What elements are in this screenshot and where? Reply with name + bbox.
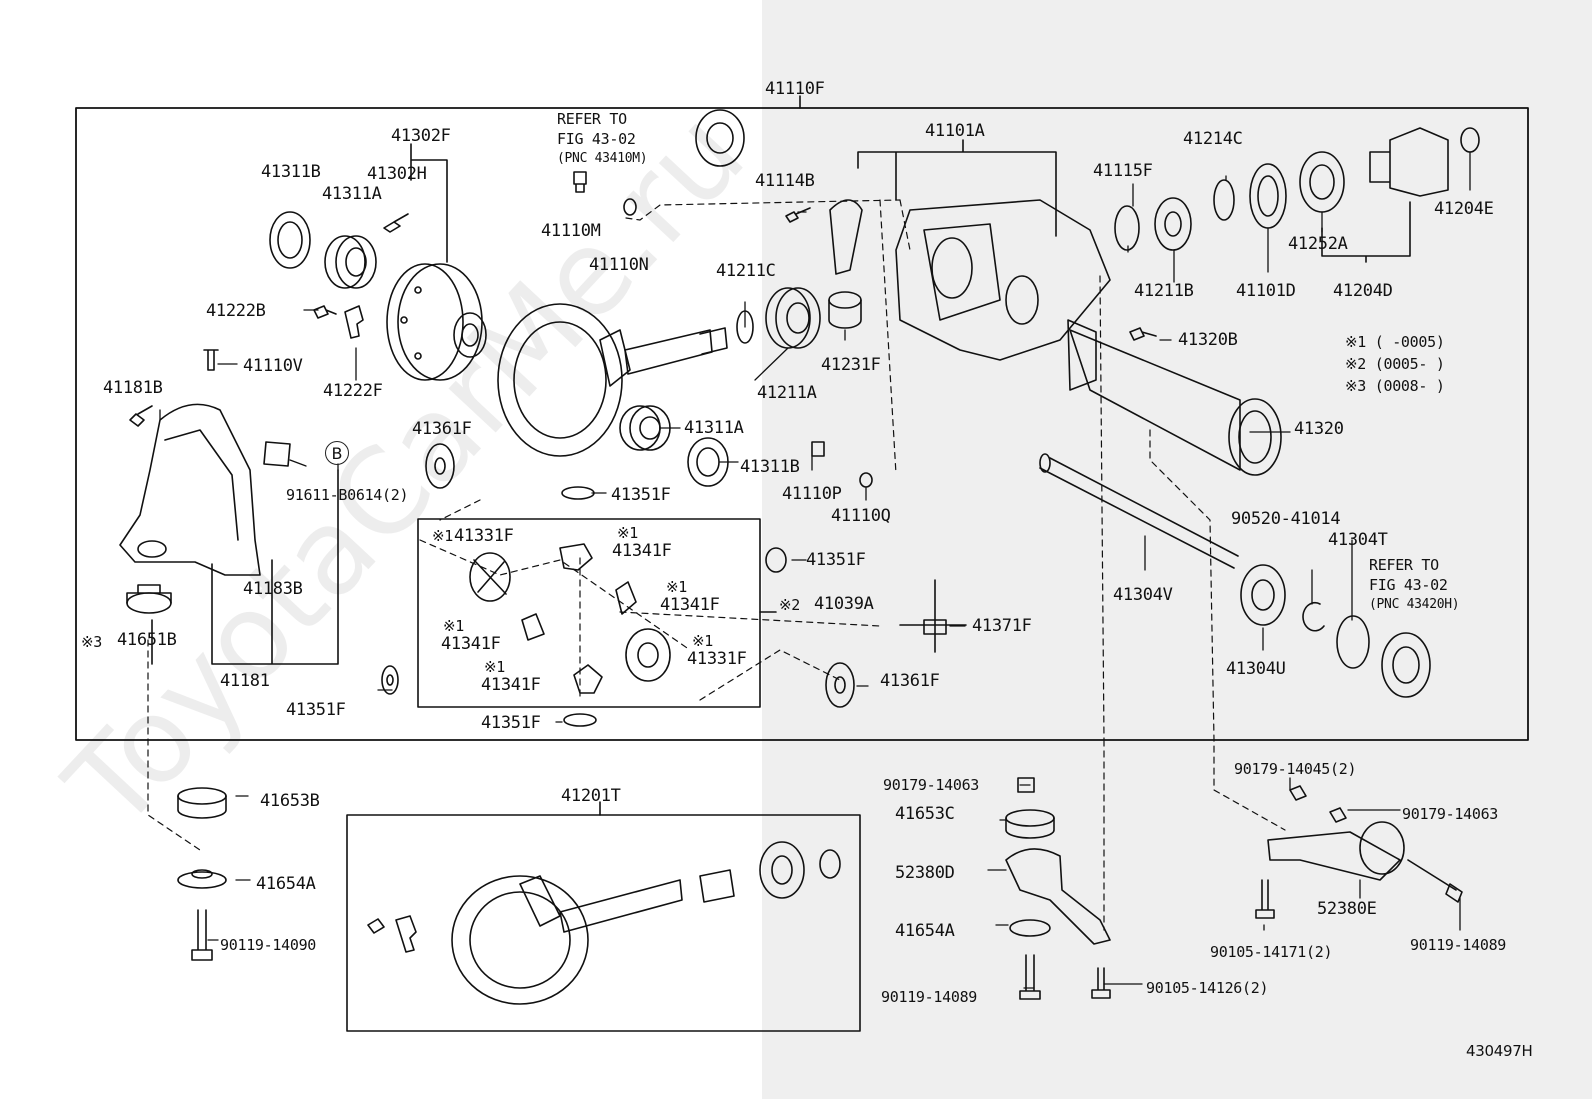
part-41222F[interactable]: 41222F (323, 381, 383, 401)
part-41115F[interactable]: 41115F (1093, 161, 1153, 181)
refer-note-1-line1: REFER TO (557, 110, 627, 128)
mark-note-3: ※3 (81, 633, 102, 651)
part-41371F[interactable]: 41371F (972, 616, 1032, 636)
note-period-2: ※2 (0005- ) (1345, 355, 1445, 373)
carrier-assembly-frame (75, 107, 1529, 741)
part-91611-B0614[interactable]: 91611-B0614(2) (286, 486, 409, 504)
part-41341F-a[interactable]: 41341F (612, 541, 672, 561)
figure-code: 430497H (1466, 1042, 1533, 1060)
part-41211B[interactable]: 41211B (1134, 281, 1194, 301)
part-41320[interactable]: 41320 (1294, 419, 1344, 439)
callout-b: B (325, 441, 349, 465)
part-52380E[interactable]: 52380E (1317, 899, 1377, 919)
mark-note-1-b: ※1 (617, 524, 638, 542)
part-52380D[interactable]: 52380D (895, 863, 955, 883)
part-41351F-bottom-left[interactable]: 41351F (286, 700, 346, 720)
part-41304T[interactable]: 41304T (1328, 530, 1388, 550)
refer-note-2-line3[interactable]: (PNC 43420H) (1369, 597, 1460, 612)
part-90105-14126[interactable]: 90105-14126(2) (1146, 979, 1269, 997)
refer-note-1-line3[interactable]: (PNC 43410M) (557, 151, 648, 166)
part-41654A-right[interactable]: 41654A (895, 921, 955, 941)
part-41110V[interactable]: 41110V (243, 356, 303, 376)
shaded-panel (762, 0, 1592, 1099)
part-41110P[interactable]: 41110P (782, 484, 842, 504)
part-41351F-bottom[interactable]: 41351F (481, 713, 541, 733)
mark-note-2: ※2 (779, 596, 800, 614)
part-41351F-upper[interactable]: 41351F (611, 485, 671, 505)
part-41311A-centre[interactable]: 41311A (684, 418, 744, 438)
part-41341F-c[interactable]: 41341F (441, 634, 501, 654)
part-41651B[interactable]: 41651B (117, 630, 177, 650)
label-41201T[interactable]: 41201T (561, 786, 621, 806)
mark-note-1-c: ※1 (666, 578, 687, 596)
part-41331F-lower[interactable]: 41331F (687, 649, 747, 669)
part-41110N[interactable]: 41110N (589, 255, 649, 275)
part-90119-14090[interactable]: 90119-14090 (220, 936, 317, 954)
part-41653C[interactable]: 41653C (895, 804, 955, 824)
part-90119-14089-right[interactable]: 90119-14089 (1410, 936, 1507, 954)
part-41341F-d[interactable]: 41341F (481, 675, 541, 695)
part-41311B[interactable]: 41311B (261, 162, 321, 182)
note-period-1: ※1 ( -0005) (1345, 333, 1445, 351)
part-41302H[interactable]: 41302H (367, 164, 427, 184)
differential-gear-frame (417, 518, 761, 708)
part-41101A[interactable]: 41101A (925, 121, 985, 141)
refer-note-2-line2: FIG 43-02 (1369, 576, 1448, 594)
part-41302F[interactable]: 41302F (391, 126, 451, 146)
part-41204E[interactable]: 41204E (1434, 199, 1494, 219)
part-41654A-left[interactable]: 41654A (256, 874, 316, 894)
part-41304V[interactable]: 41304V (1113, 585, 1173, 605)
part-41110Q[interactable]: 41110Q (831, 506, 891, 526)
part-41231F[interactable]: 41231F (821, 355, 881, 375)
part-41311B-centre[interactable]: 41311B (740, 457, 800, 477)
part-41311A[interactable]: 41311A (322, 184, 382, 204)
part-41361F-lower[interactable]: 41361F (880, 671, 940, 691)
part-41304U[interactable]: 41304U (1226, 659, 1286, 679)
part-41181[interactable]: 41181 (220, 671, 270, 691)
refer-note-1-line2: FIG 43-02 (557, 130, 636, 148)
note-period-3: ※3 (0008- ) (1345, 377, 1445, 395)
part-90179-14045[interactable]: 90179-14045(2) (1234, 760, 1357, 778)
part-90105-14171[interactable]: 90105-14171(2) (1210, 943, 1333, 961)
mark-note-1-f: ※1 (484, 658, 505, 676)
part-41222B[interactable]: 41222B (206, 301, 266, 321)
part-41214C[interactable]: 41214C (1183, 129, 1243, 149)
part-41101D[interactable]: 41101D (1236, 281, 1296, 301)
part-41351F-right[interactable]: 41351F (806, 550, 866, 570)
part-41320B[interactable]: 41320B (1178, 330, 1238, 350)
part-41183B[interactable]: 41183B (243, 579, 303, 599)
mark-note-1-a: ※1 (432, 527, 453, 545)
part-41181B[interactable]: 41181B (103, 378, 163, 398)
part-90520-41014[interactable]: 90520-41014 (1231, 509, 1341, 529)
part-41341F-b[interactable]: 41341F (660, 595, 720, 615)
part-41211A[interactable]: 41211A (757, 383, 817, 403)
refer-note-2-line1: REFER TO (1369, 556, 1439, 574)
part-90119-14089-left[interactable]: 90119-14089 (881, 988, 978, 1006)
part-41361F-upper[interactable]: 41361F (412, 419, 472, 439)
mark-note-1-d: ※1 (443, 617, 464, 635)
ring-pinion-frame (346, 814, 861, 1032)
part-41211C[interactable]: 41211C (716, 261, 776, 281)
part-41653B[interactable]: 41653B (260, 791, 320, 811)
part-90179-14063-b[interactable]: 90179-14063 (1402, 805, 1499, 823)
part-41252A[interactable]: 41252A (1288, 234, 1348, 254)
label-41110F[interactable]: 41110F (765, 79, 825, 99)
mark-note-1-e: ※1 (692, 632, 713, 650)
part-41114B[interactable]: 41114B (755, 171, 815, 191)
part-90179-14063-a[interactable]: 90179-14063 (883, 776, 980, 794)
part-41331F-upper[interactable]: 41331F (454, 526, 514, 546)
part-41110M[interactable]: 41110M (541, 221, 601, 241)
part-41039A[interactable]: 41039A (814, 594, 874, 614)
part-41204D[interactable]: 41204D (1333, 281, 1393, 301)
